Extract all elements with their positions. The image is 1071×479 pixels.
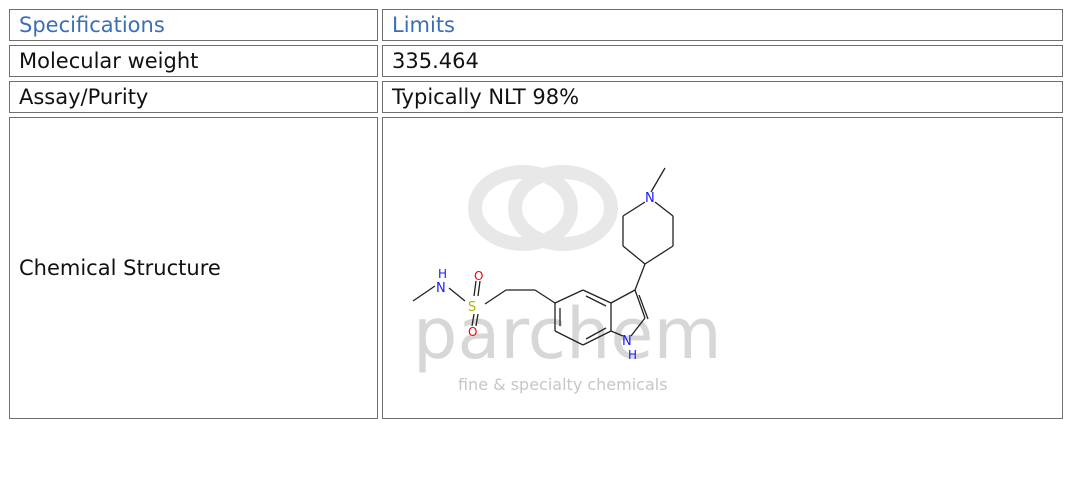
header-limits: Limits: [382, 9, 1063, 41]
atom-o-bottom: O: [468, 325, 477, 339]
atom-s: S: [468, 300, 476, 315]
watermark-brand: parchem: [413, 293, 722, 375]
atom-h-amide: H: [438, 267, 447, 281]
header-specifications: Specifications: [9, 9, 378, 41]
row-label: Chemical Structure: [9, 117, 378, 419]
row-label: Assay/Purity: [9, 81, 378, 113]
table-header-row: Specifications Limits: [9, 9, 1063, 41]
table-row-structure: Chemical Structure parchem fine & specia…: [9, 117, 1063, 419]
atom-n-piperidine: N: [645, 191, 655, 206]
row-value: Typically NLT 98%: [382, 81, 1063, 113]
table-row: Molecular weight 335.464: [9, 45, 1063, 77]
chemical-structure-image: parchem fine & specialty chemicals: [383, 118, 783, 418]
atom-o-top: O: [474, 269, 483, 283]
table-row: Assay/Purity Typically NLT 98%: [9, 81, 1063, 113]
structure-cell: parchem fine & specialty chemicals: [382, 117, 1063, 419]
row-value: 335.464: [382, 45, 1063, 77]
watermark-logo: [468, 165, 618, 251]
watermark-tagline: fine & specialty chemicals: [458, 375, 668, 394]
atom-n-amide: N: [436, 281, 446, 296]
spec-table: Specifications Limits Molecular weight 3…: [5, 5, 1067, 423]
row-label: Molecular weight: [9, 45, 378, 77]
structure-svg: parchem fine & specialty chemicals: [412, 165, 722, 394]
atom-n-indole: N: [622, 334, 632, 349]
atom-h-indole: H: [628, 348, 637, 362]
structure-bonds: [412, 167, 674, 346]
